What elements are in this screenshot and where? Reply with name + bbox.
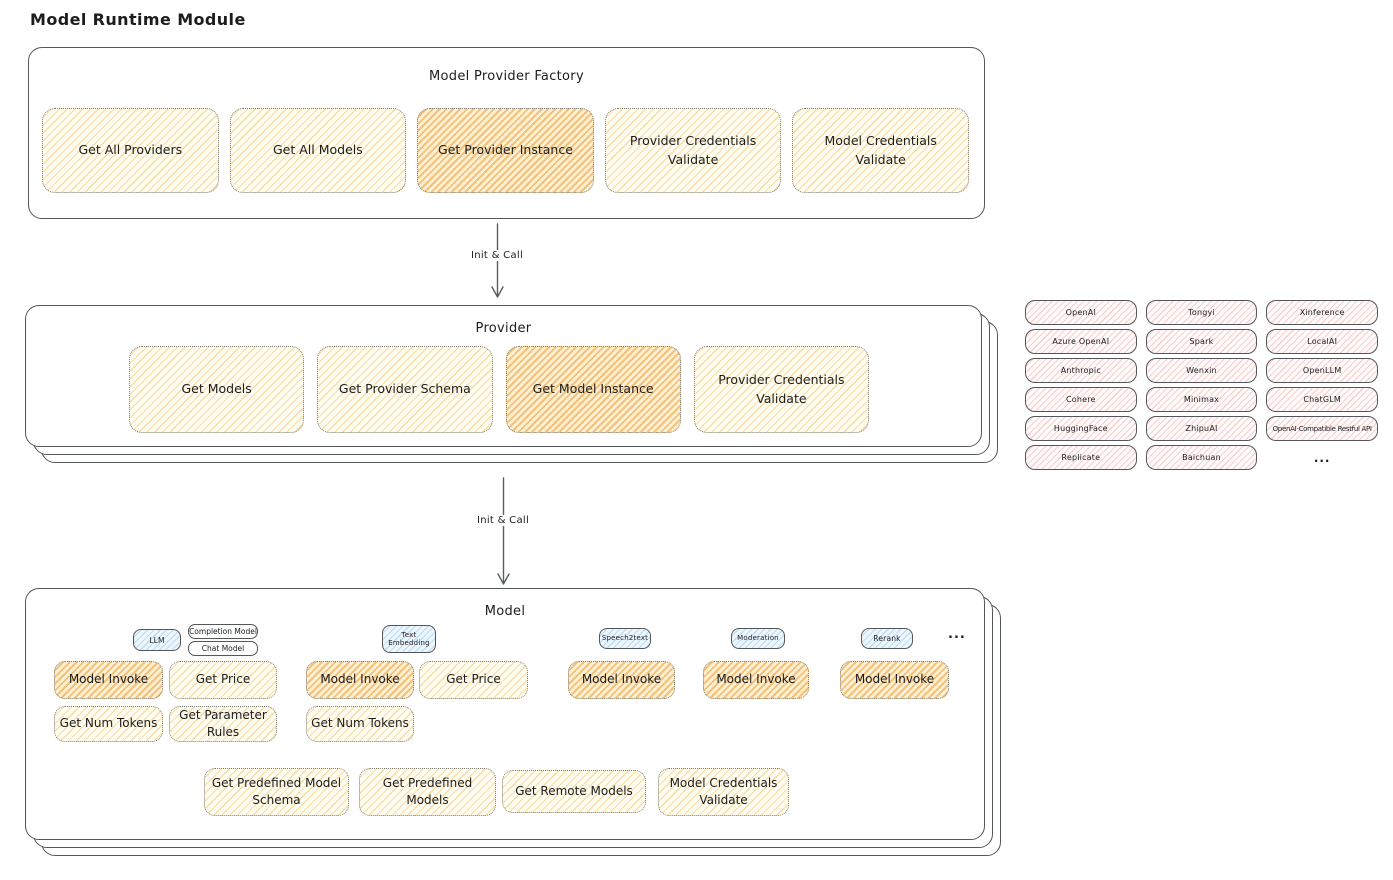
provider-chip-more: ...	[1313, 450, 1331, 465]
provider-chip: Spark	[1145, 329, 1258, 354]
provider-btn-get-model-instance: Get Model Instance	[505, 346, 681, 433]
type-pill-moderation: Moderation	[731, 628, 785, 649]
provider-chip: Anthropic	[1025, 358, 1137, 383]
arrow-factory-to-provider	[489, 223, 506, 300]
model-types-more: ...	[948, 627, 966, 642]
factory-button-row: Get All Providers Get All Models Get Pro…	[42, 108, 969, 193]
llm-get-parameter-rules: Get Parameter Rules	[169, 706, 277, 742]
type-pill-llm: LLM	[133, 629, 181, 651]
provider-button-row: Get Models Get Provider Schema Get Model…	[129, 346, 869, 433]
llm-get-price: Get Price	[169, 661, 277, 699]
type-pill-completion-model: Completion Model	[188, 624, 258, 639]
model-stack: Model LLM Completion Model Chat Model Te…	[25, 588, 1002, 857]
factory-btn-get-all-models: Get All Models	[229, 108, 407, 193]
factory-title: Model Provider Factory	[429, 69, 584, 84]
moderation-model-invoke: Model Invoke	[703, 661, 809, 699]
model-btn-model-credentials-validate: Model Credentials Validate	[658, 768, 789, 816]
arrow1-label: Init & Call	[466, 250, 528, 261]
factory-btn-get-all-providers: Get All Providers	[42, 108, 219, 193]
provider-stack: Provider Get Models Get Provider Schema …	[25, 305, 999, 464]
provider-chip: Xinference	[1266, 300, 1378, 325]
model-btn-get-predefined-model-schema: Get Predefined Model Schema	[204, 768, 349, 816]
provider-chip: Minimax	[1145, 387, 1258, 412]
provider-chip: Tongyi	[1145, 300, 1258, 325]
type-pill-speech2text: Speech2text	[599, 628, 651, 649]
provider-title: Provider	[475, 321, 532, 336]
provider-chip: ZhipuAI	[1145, 416, 1258, 441]
type-pill-chat-model: Chat Model	[188, 641, 258, 656]
text-embedding-get-num-tokens: Get Num Tokens	[306, 706, 414, 742]
arrow-provider-to-model	[495, 477, 512, 587]
model-title: Model	[484, 604, 526, 619]
provider-btn-provider-credentials-validate: Provider Credentials Validate	[693, 346, 869, 433]
provider-chip: Replicate	[1025, 445, 1137, 470]
provider-chip: ChatGLM	[1266, 387, 1378, 412]
type-pill-rerank: Rerank	[861, 628, 913, 649]
provider-chip: Baichuan	[1145, 445, 1258, 470]
provider-btn-get-models: Get Models	[129, 346, 305, 433]
llm-get-num-tokens: Get Num Tokens	[54, 706, 163, 742]
arrow-down-icon	[491, 223, 504, 298]
text-embedding-model-invoke: Model Invoke	[306, 661, 414, 699]
provider-chip: Azure OpenAI	[1025, 329, 1137, 354]
type-pill-text-embedding: Text Embedding	[382, 625, 436, 653]
model-btn-get-predefined-models: Get Predefined Models	[359, 768, 496, 816]
rerank-model-invoke: Model Invoke	[840, 661, 949, 699]
text-embedding-get-price: Get Price	[419, 661, 528, 699]
provider-chip: OpenLLM	[1266, 358, 1378, 383]
model-btn-get-remote-models: Get Remote Models	[502, 770, 646, 813]
provider-chip: LocalAI	[1266, 329, 1378, 354]
model-box: Model LLM Completion Model Chat Model Te…	[25, 588, 985, 840]
provider-chip: Cohere	[1025, 387, 1137, 412]
page-title: Model Runtime Module	[30, 10, 246, 29]
provider-chip: OpenAI	[1025, 300, 1137, 325]
factory-btn-get-provider-instance: Get Provider Instance	[417, 108, 594, 193]
provider-chip: Wenxin	[1145, 358, 1258, 383]
factory-box: Model Provider Factory Get All Providers…	[28, 47, 985, 219]
provider-chip: HuggingFace	[1025, 416, 1137, 441]
llm-model-invoke: Model Invoke	[54, 661, 163, 699]
factory-btn-provider-credentials-validate: Provider Credentials Validate	[604, 108, 782, 193]
arrow-down-icon	[497, 477, 510, 585]
provider-box: Provider Get Models Get Provider Schema …	[25, 305, 982, 447]
factory-btn-model-credentials-validate: Model Credentials Validate	[792, 108, 969, 193]
arrow2-label: Init & Call	[472, 515, 534, 526]
speech2text-model-invoke: Model Invoke	[568, 661, 675, 699]
provider-btn-get-provider-schema: Get Provider Schema	[317, 346, 493, 433]
provider-chip: OpenAI-Compatible Restful API	[1266, 416, 1378, 441]
